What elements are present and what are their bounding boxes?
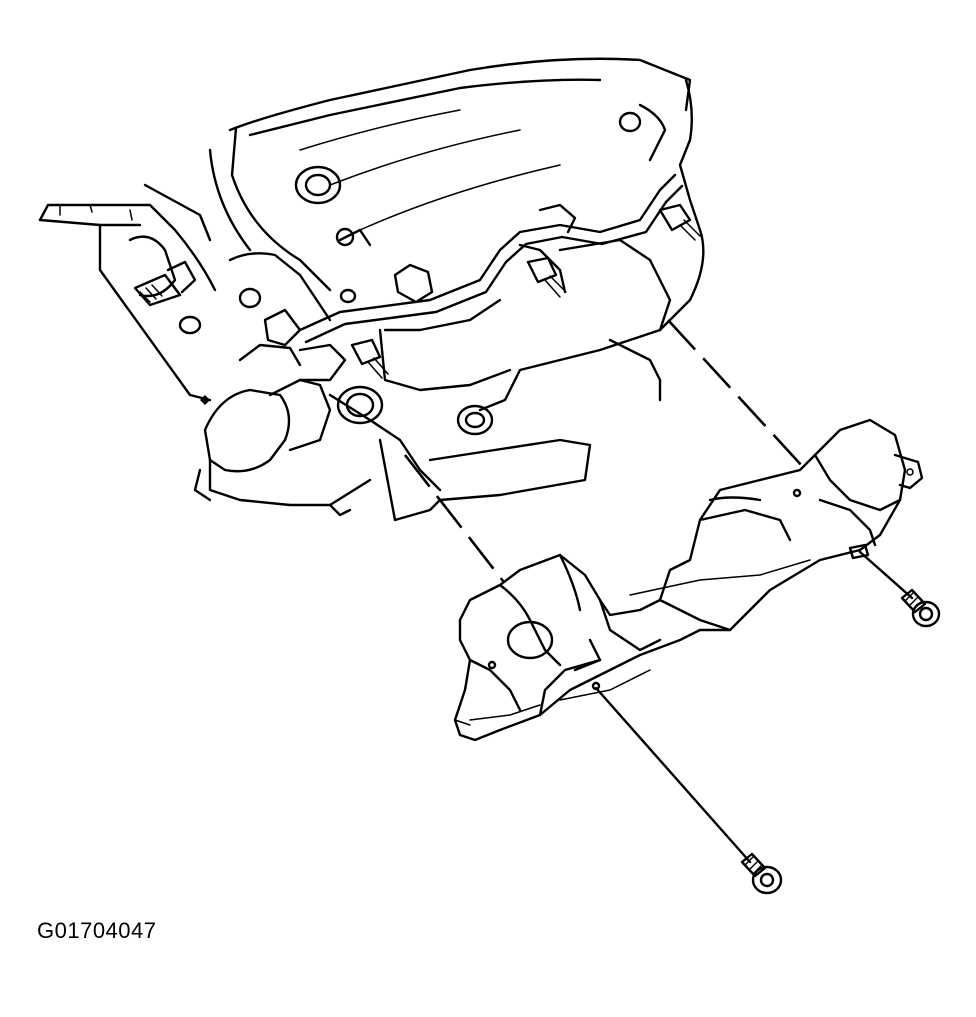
manifold-stud-center — [526, 256, 567, 298]
bracket-bolt — [133, 260, 197, 307]
thermostat-housing — [193, 343, 372, 507]
manifold-stud-left — [350, 338, 389, 379]
engine-cylinder-head — [38, 57, 705, 522]
exhaust-heat-shield — [453, 418, 924, 742]
manifold-stud-right — [658, 203, 701, 241]
bolt-leader-lines — [594, 550, 914, 864]
alignment-lines — [403, 319, 816, 591]
heat-shield-bolt-right — [900, 588, 941, 628]
figure-code: G01704047 — [37, 918, 157, 943]
heat-shield-bolt-lower — [740, 852, 783, 895]
